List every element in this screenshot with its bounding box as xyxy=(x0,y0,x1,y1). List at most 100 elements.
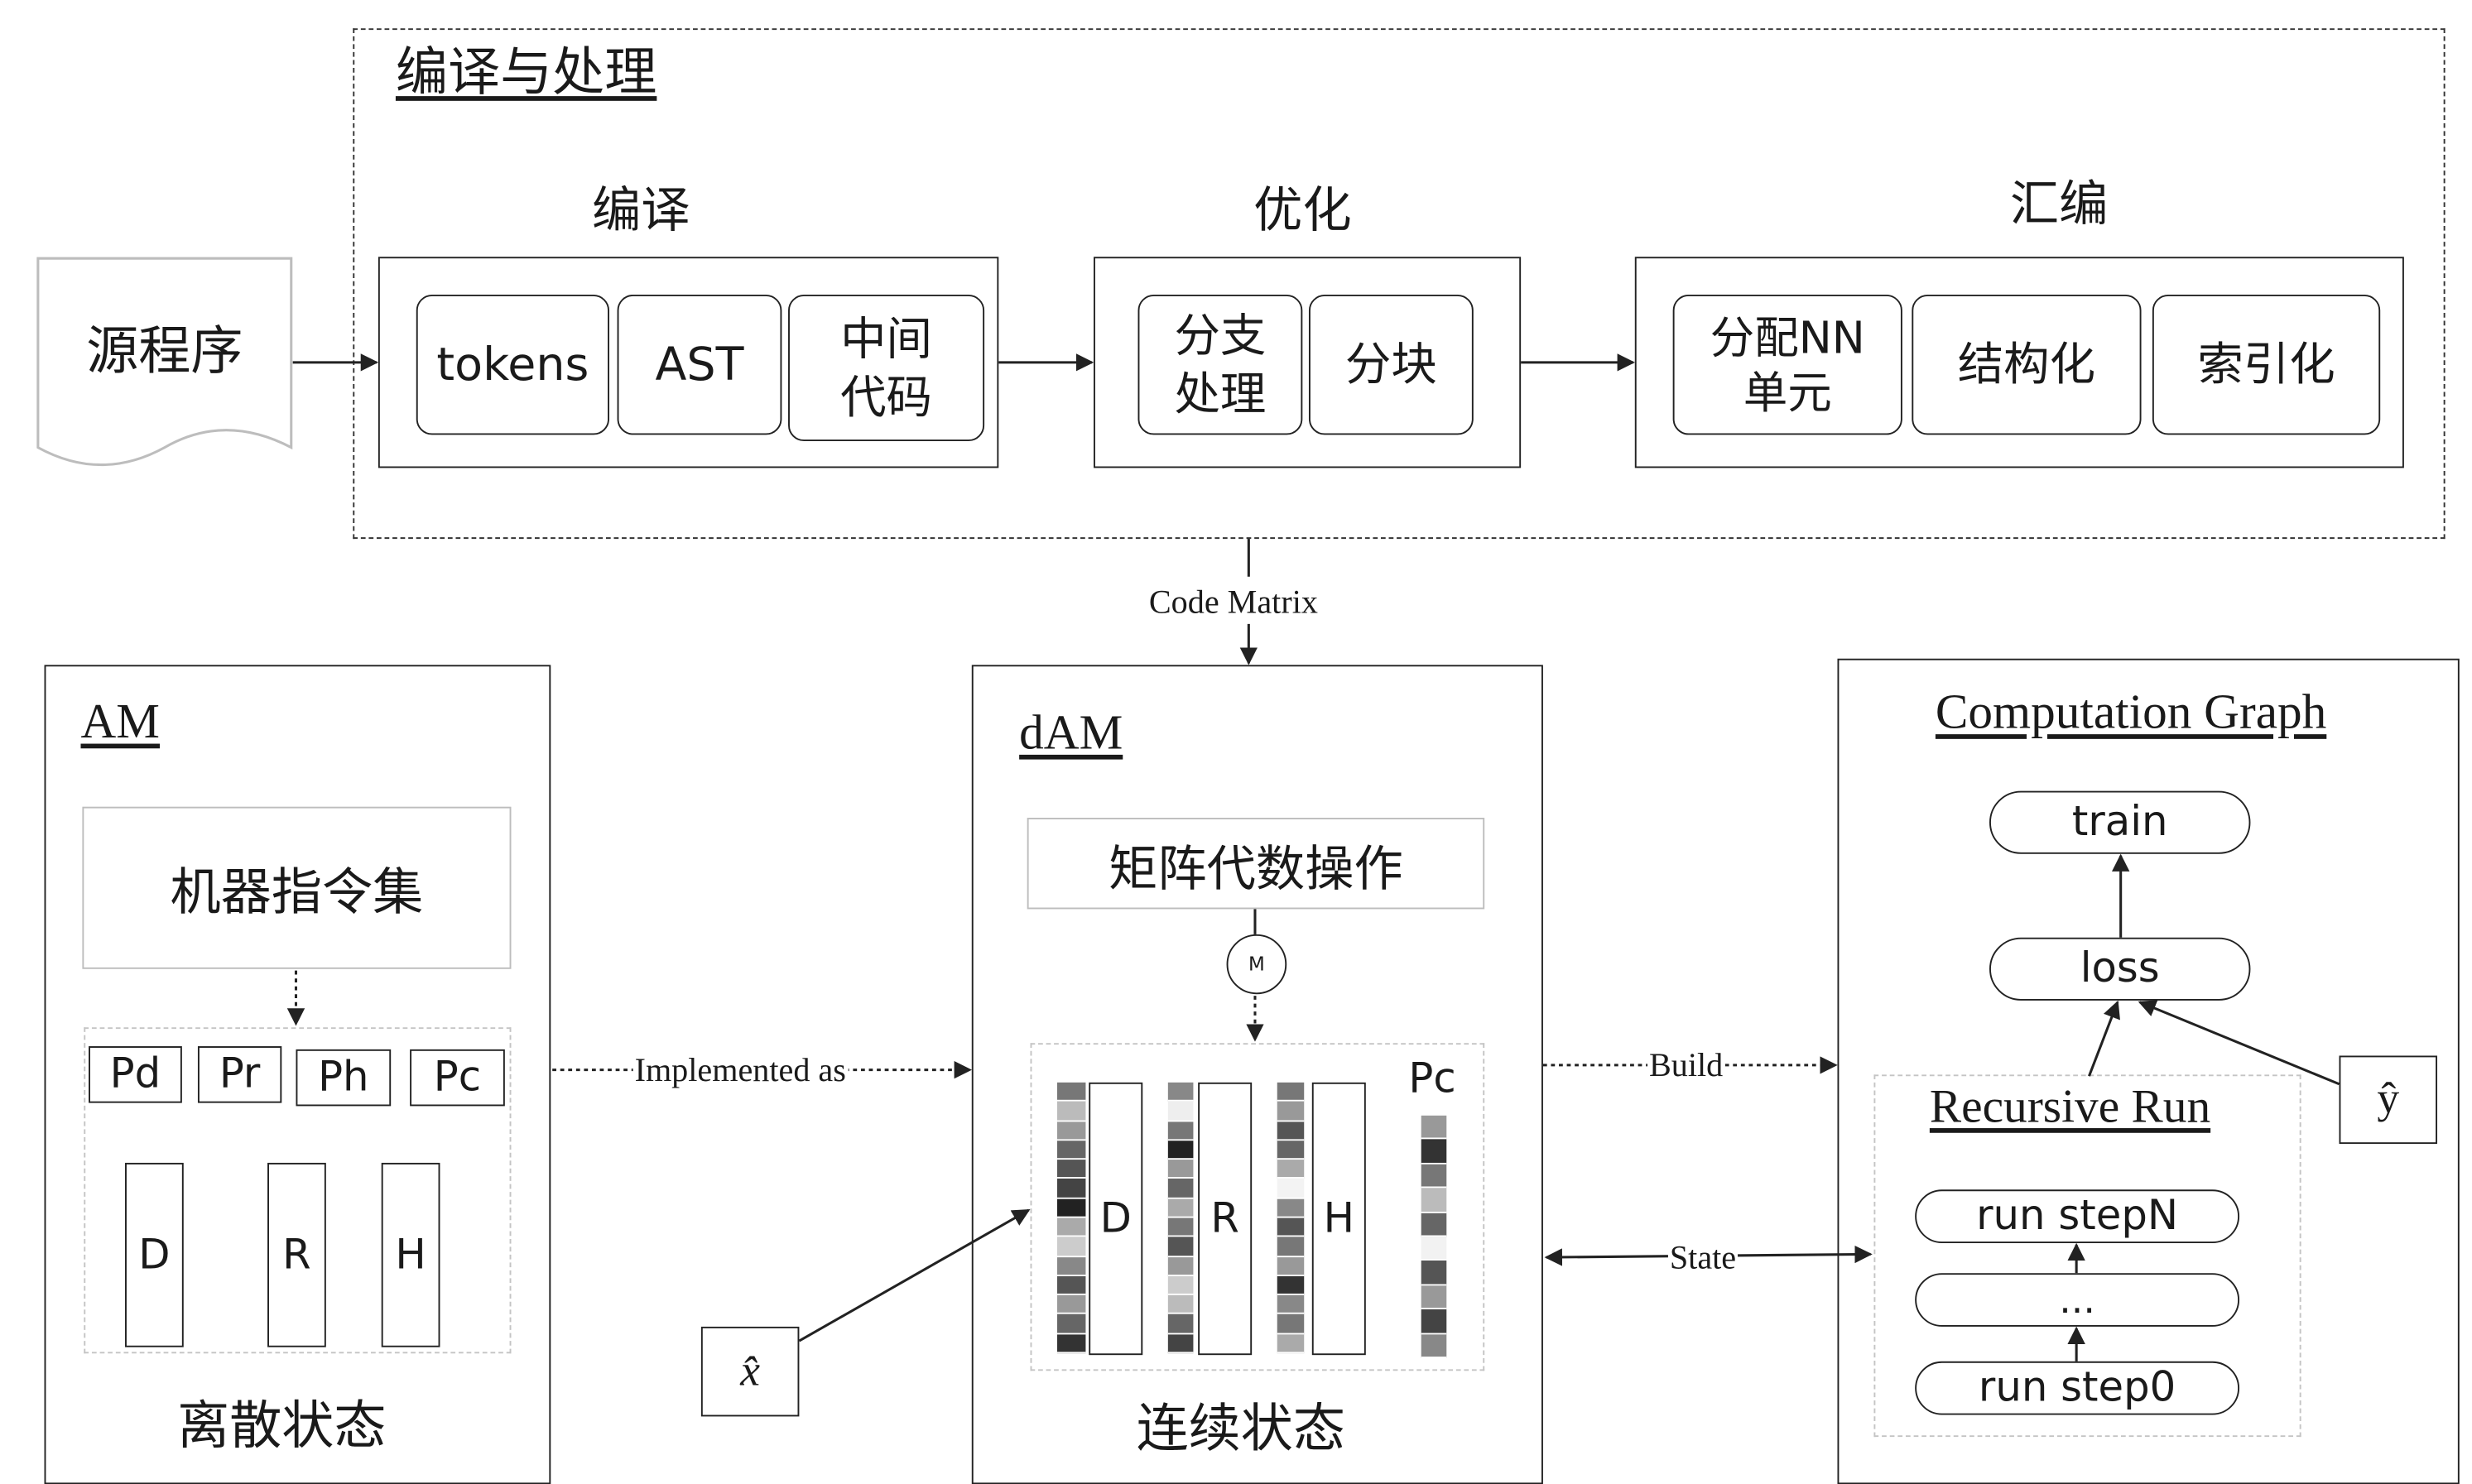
continuous-state-caption: 连续状态 xyxy=(1136,1397,1345,1459)
shade-cell xyxy=(1057,1102,1086,1121)
shade-cell xyxy=(1167,1256,1194,1276)
shade-cell xyxy=(1167,1198,1194,1218)
shade-cell xyxy=(1421,1115,1447,1141)
shade-cell xyxy=(1167,1102,1194,1121)
shade-cell xyxy=(1167,1314,1194,1334)
train-node: train xyxy=(1989,790,2251,854)
shade-cell xyxy=(1421,1237,1447,1261)
shade-cell xyxy=(1057,1314,1086,1334)
recursive-run-group xyxy=(1873,1074,2301,1438)
shade-cell xyxy=(1277,1198,1305,1218)
shade-cell xyxy=(1277,1314,1305,1334)
run-step-n: run stepN xyxy=(1915,1189,2240,1244)
shade-cell xyxy=(1421,1188,1447,1213)
implemented-as-label: Implemented as xyxy=(632,1050,848,1089)
r-shade-column xyxy=(1167,1082,1194,1354)
shade-cell xyxy=(1277,1256,1305,1276)
am-register-pc: Pc xyxy=(410,1049,505,1107)
shade-cell xyxy=(1421,1140,1447,1165)
run-step-0: run step0 xyxy=(1915,1361,2240,1415)
shade-cell xyxy=(1277,1237,1305,1257)
shade-cell xyxy=(1057,1198,1086,1218)
y-hat-target: ŷ xyxy=(2339,1055,2438,1145)
shade-cell xyxy=(1277,1333,1305,1354)
shade-cell xyxy=(1167,1179,1194,1199)
shade-cell xyxy=(1421,1164,1447,1189)
stage-heading-optimize: 优化 xyxy=(1253,182,1352,240)
build-label: Build xyxy=(1647,1046,1725,1084)
shade-cell xyxy=(1421,1333,1447,1358)
am-memory-r: R xyxy=(267,1162,326,1347)
shade-cell xyxy=(1167,1082,1194,1102)
shade-cell xyxy=(1167,1121,1194,1141)
am-memory-h: H xyxy=(381,1162,440,1347)
am-register-pr: Pr xyxy=(197,1046,282,1103)
shade-cell xyxy=(1277,1295,1305,1315)
shade-cell xyxy=(1277,1102,1305,1121)
am-memory-d: D xyxy=(125,1162,184,1347)
shade-cell xyxy=(1167,1160,1194,1179)
dam-memory-r: R xyxy=(1198,1082,1253,1356)
stage-heading-assemble: 汇编 xyxy=(2009,176,2109,233)
shade-cell xyxy=(1277,1217,1305,1237)
shade-cell xyxy=(1277,1082,1305,1102)
blocking-step: 分块 xyxy=(1308,294,1474,435)
d-shade-column xyxy=(1057,1082,1086,1354)
shade-cell xyxy=(1167,1275,1194,1296)
shade-cell xyxy=(1277,1121,1305,1141)
computation-graph-title: Computation Graph xyxy=(1935,684,2327,739)
shade-cell xyxy=(1057,1256,1086,1276)
shade-cell xyxy=(1167,1295,1194,1315)
shade-cell xyxy=(1057,1121,1086,1141)
dam-memory-h: H xyxy=(1311,1082,1366,1356)
m-operator-circle: M xyxy=(1226,934,1287,995)
pipeline-title: 编译与处理 xyxy=(395,41,657,103)
dam-title: dAM xyxy=(1019,704,1123,760)
shade-cell xyxy=(1421,1261,1447,1285)
pipeline-container xyxy=(353,28,2446,540)
shade-cell xyxy=(1421,1213,1447,1237)
shade-cell xyxy=(1057,1295,1086,1315)
am-title: AM xyxy=(80,693,160,749)
shade-cell xyxy=(1057,1179,1086,1199)
branch-processing-step: 分支 处理 xyxy=(1137,294,1303,435)
allocate-nn-units-step: 分配NN 单元 xyxy=(1672,294,1902,435)
dam-memory-d: D xyxy=(1089,1082,1143,1356)
dam-pc-label: Pc xyxy=(1408,1055,1456,1103)
ast-step: AST xyxy=(617,294,782,435)
shade-cell xyxy=(1057,1237,1086,1257)
code-matrix-label: Code Matrix xyxy=(1147,583,1320,622)
shade-cell xyxy=(1421,1285,1447,1310)
shade-cell xyxy=(1167,1333,1194,1354)
pc-shade-column xyxy=(1421,1115,1447,1358)
am-register-pd: Pd xyxy=(89,1046,182,1103)
shade-cell xyxy=(1277,1140,1305,1160)
shade-cell xyxy=(1057,1082,1086,1102)
state-label: State xyxy=(1667,1238,1739,1276)
dam-state-group xyxy=(1030,1043,1485,1371)
shade-cell xyxy=(1421,1309,1447,1334)
source-program-label: 源程序 xyxy=(86,319,243,382)
shade-cell xyxy=(1057,1275,1086,1296)
shade-cell xyxy=(1277,1275,1305,1296)
m-operator-label: M xyxy=(1248,953,1265,976)
indexing-step: 索引化 xyxy=(2152,294,2381,435)
structuring-step: 结构化 xyxy=(1912,294,2142,435)
tokens-step: tokens xyxy=(416,294,610,435)
shade-cell xyxy=(1167,1237,1194,1257)
shade-cell xyxy=(1057,1217,1086,1237)
loss-node: loss xyxy=(1989,937,2251,1001)
shade-cell xyxy=(1277,1160,1305,1179)
matrix-algebra-ops: 矩阵代数操作 xyxy=(1027,818,1485,910)
x-hat-input: x̂ xyxy=(700,1326,800,1417)
discrete-state-caption: 离散状态 xyxy=(177,1394,387,1457)
recursive-run-title: Recursive Run xyxy=(1929,1080,2211,1133)
shade-cell xyxy=(1167,1217,1194,1237)
shade-cell xyxy=(1057,1140,1086,1160)
am-register-ph: Ph xyxy=(296,1049,392,1107)
intermediate-code-step: 中间 代码 xyxy=(788,294,985,442)
am-state-group xyxy=(84,1027,512,1354)
